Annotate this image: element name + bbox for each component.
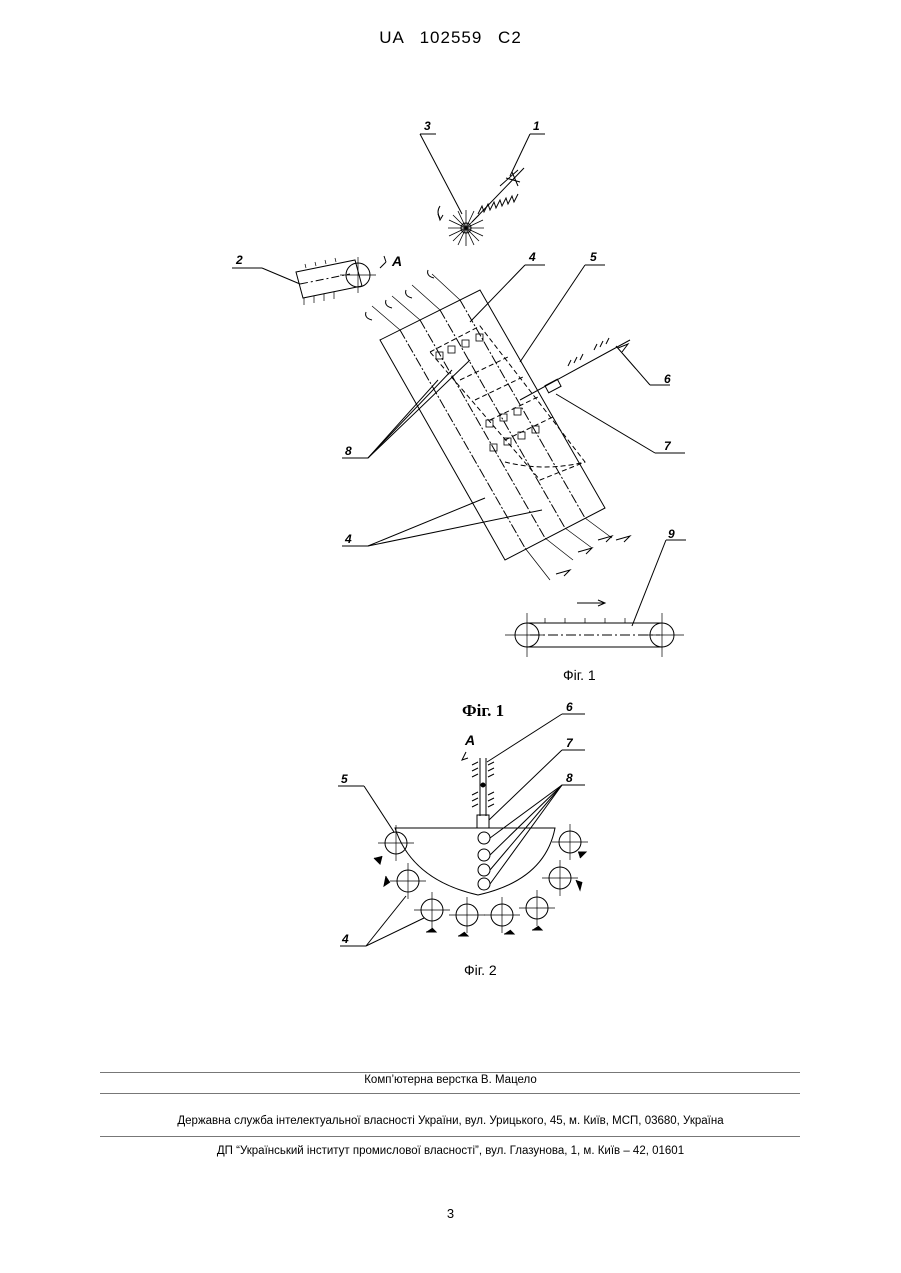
output-conveyor-9 xyxy=(505,600,684,657)
label-7: 7 xyxy=(664,439,672,453)
figure-2-drawing xyxy=(338,714,588,946)
basket-holes xyxy=(436,334,539,451)
feeder-1 xyxy=(472,168,524,222)
label-8: 8 xyxy=(345,444,352,458)
fig2-label-7: 7 xyxy=(566,736,574,750)
page-number: 3 xyxy=(0,1206,901,1221)
shaft-6 xyxy=(520,338,630,400)
label-4-bottom: 4 xyxy=(344,532,352,546)
fig1-caption-small: Фіг. 1 xyxy=(563,667,596,683)
fig2-label-4: 4 xyxy=(341,932,349,946)
label-4-top: 4 xyxy=(528,250,536,264)
label-5: 5 xyxy=(590,250,597,264)
fig2-caption: Фіг. 2 xyxy=(464,962,497,978)
label-1: 1 xyxy=(533,119,540,133)
footer-institute: ДП “Український інститут промислової вла… xyxy=(0,1145,901,1157)
conveyor-2 xyxy=(296,256,386,305)
footer-rule-1 xyxy=(100,1072,800,1073)
fig2-label-5: 5 xyxy=(341,772,348,786)
footer-layout: Комп’ютерна верстка В. Мацело xyxy=(0,1074,901,1086)
basket-8 xyxy=(430,326,585,480)
fig1-caption-bold: Фіг. 1 xyxy=(462,701,504,721)
footer-rule-3 xyxy=(100,1136,800,1137)
fig2-label-a: A xyxy=(464,732,475,748)
label-9: 9 xyxy=(668,527,675,541)
footer-office: Державна служба інтелектуальної власност… xyxy=(0,1115,901,1127)
roller-bed-4 xyxy=(366,270,630,580)
fig2-label-8: 8 xyxy=(566,771,573,785)
footer-rule-2 xyxy=(100,1093,800,1094)
fig2-label-6: 6 xyxy=(566,700,573,714)
label-6: 6 xyxy=(664,372,671,386)
label-a: A xyxy=(391,253,402,269)
label-3: 3 xyxy=(424,119,431,133)
label-2: 2 xyxy=(235,253,243,267)
